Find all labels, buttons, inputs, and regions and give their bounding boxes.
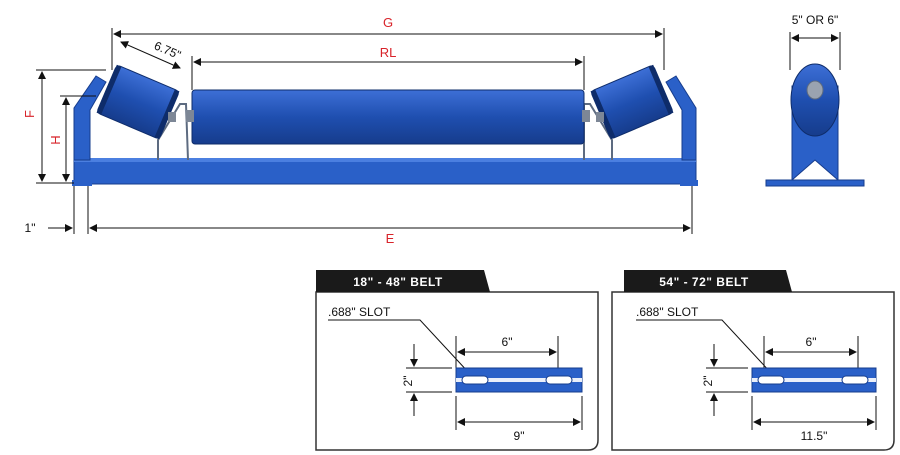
dimension-e-label: E [386,231,395,246]
slot-right [841,375,869,385]
slot-spacing-label: 6" [502,335,513,349]
left-wing-shaft [168,112,176,122]
right-end-bracket [665,75,697,161]
slot-left [757,375,785,385]
right-wing-shaft [596,112,604,122]
center-roll-end-right [582,110,590,122]
slot-label: .688" SLOT [636,305,699,319]
dimension-rl-label: RL [380,45,397,60]
dimension-offset-label: 1" [25,221,36,235]
slot-leader [328,319,471,375]
left-end-bracket [73,75,107,161]
dimension-g-label: G [383,15,393,30]
side-base-plate [765,179,865,187]
dimension-roll-width: 6.75" [120,38,183,69]
foot-left [72,180,92,186]
slot-spacing-label: 6" [806,335,817,349]
base-frame [73,159,697,185]
dimension-offset: 1" [25,186,75,235]
right-wing-roll [590,64,674,140]
left-inner-support [157,103,189,161]
detail-panel-small-belt: 18" - 48" BELT .688" SLOT 6" 2" 9" [315,270,599,451]
center-roll-end-left [186,110,194,122]
side-view: 5" OR 6" [765,13,865,187]
dimension-g: G [111,15,665,70]
detail-tab [624,270,792,292]
detail-tab [316,270,490,292]
front-view [72,64,698,186]
dimension-h-label: H [48,135,63,144]
dimension-rl: RL [191,45,585,90]
side-width-label: 5" OR 6" [792,13,839,27]
slot-left [461,375,489,385]
dimension-roll-width-label: 6.75" [152,38,183,62]
mounting-plate-mid [456,378,582,382]
left-wing-roll [96,64,180,140]
overall-length-label: 9" [514,429,525,443]
mounting-plate-mid [752,378,876,382]
center-roll [191,89,585,145]
side-roll-hub [806,80,824,100]
slot-leader [636,319,773,375]
base-frame-top-edge [74,158,696,162]
dimension-e: E [87,186,693,246]
dimension-h: H [48,95,96,182]
slot-label: .688" SLOT [328,305,391,319]
detail-tab-label: 18" - 48" BELT [353,275,443,289]
dimension-f-label: F [22,110,37,118]
side-gusset [790,159,840,181]
detail-tab-label: 54" - 72" BELT [659,275,749,289]
detail-panel-large-belt: 54" - 72" BELT .688" SLOT 6" 2" 11.5" [611,270,895,451]
foot-right [680,180,698,186]
plate-height-label: 2" [701,376,715,387]
slot-right [545,375,573,385]
plate-height-label: 2" [401,376,415,387]
side-roll [790,63,840,137]
overall-length-label: 11.5" [801,429,828,443]
dimension-f: F [22,69,106,184]
